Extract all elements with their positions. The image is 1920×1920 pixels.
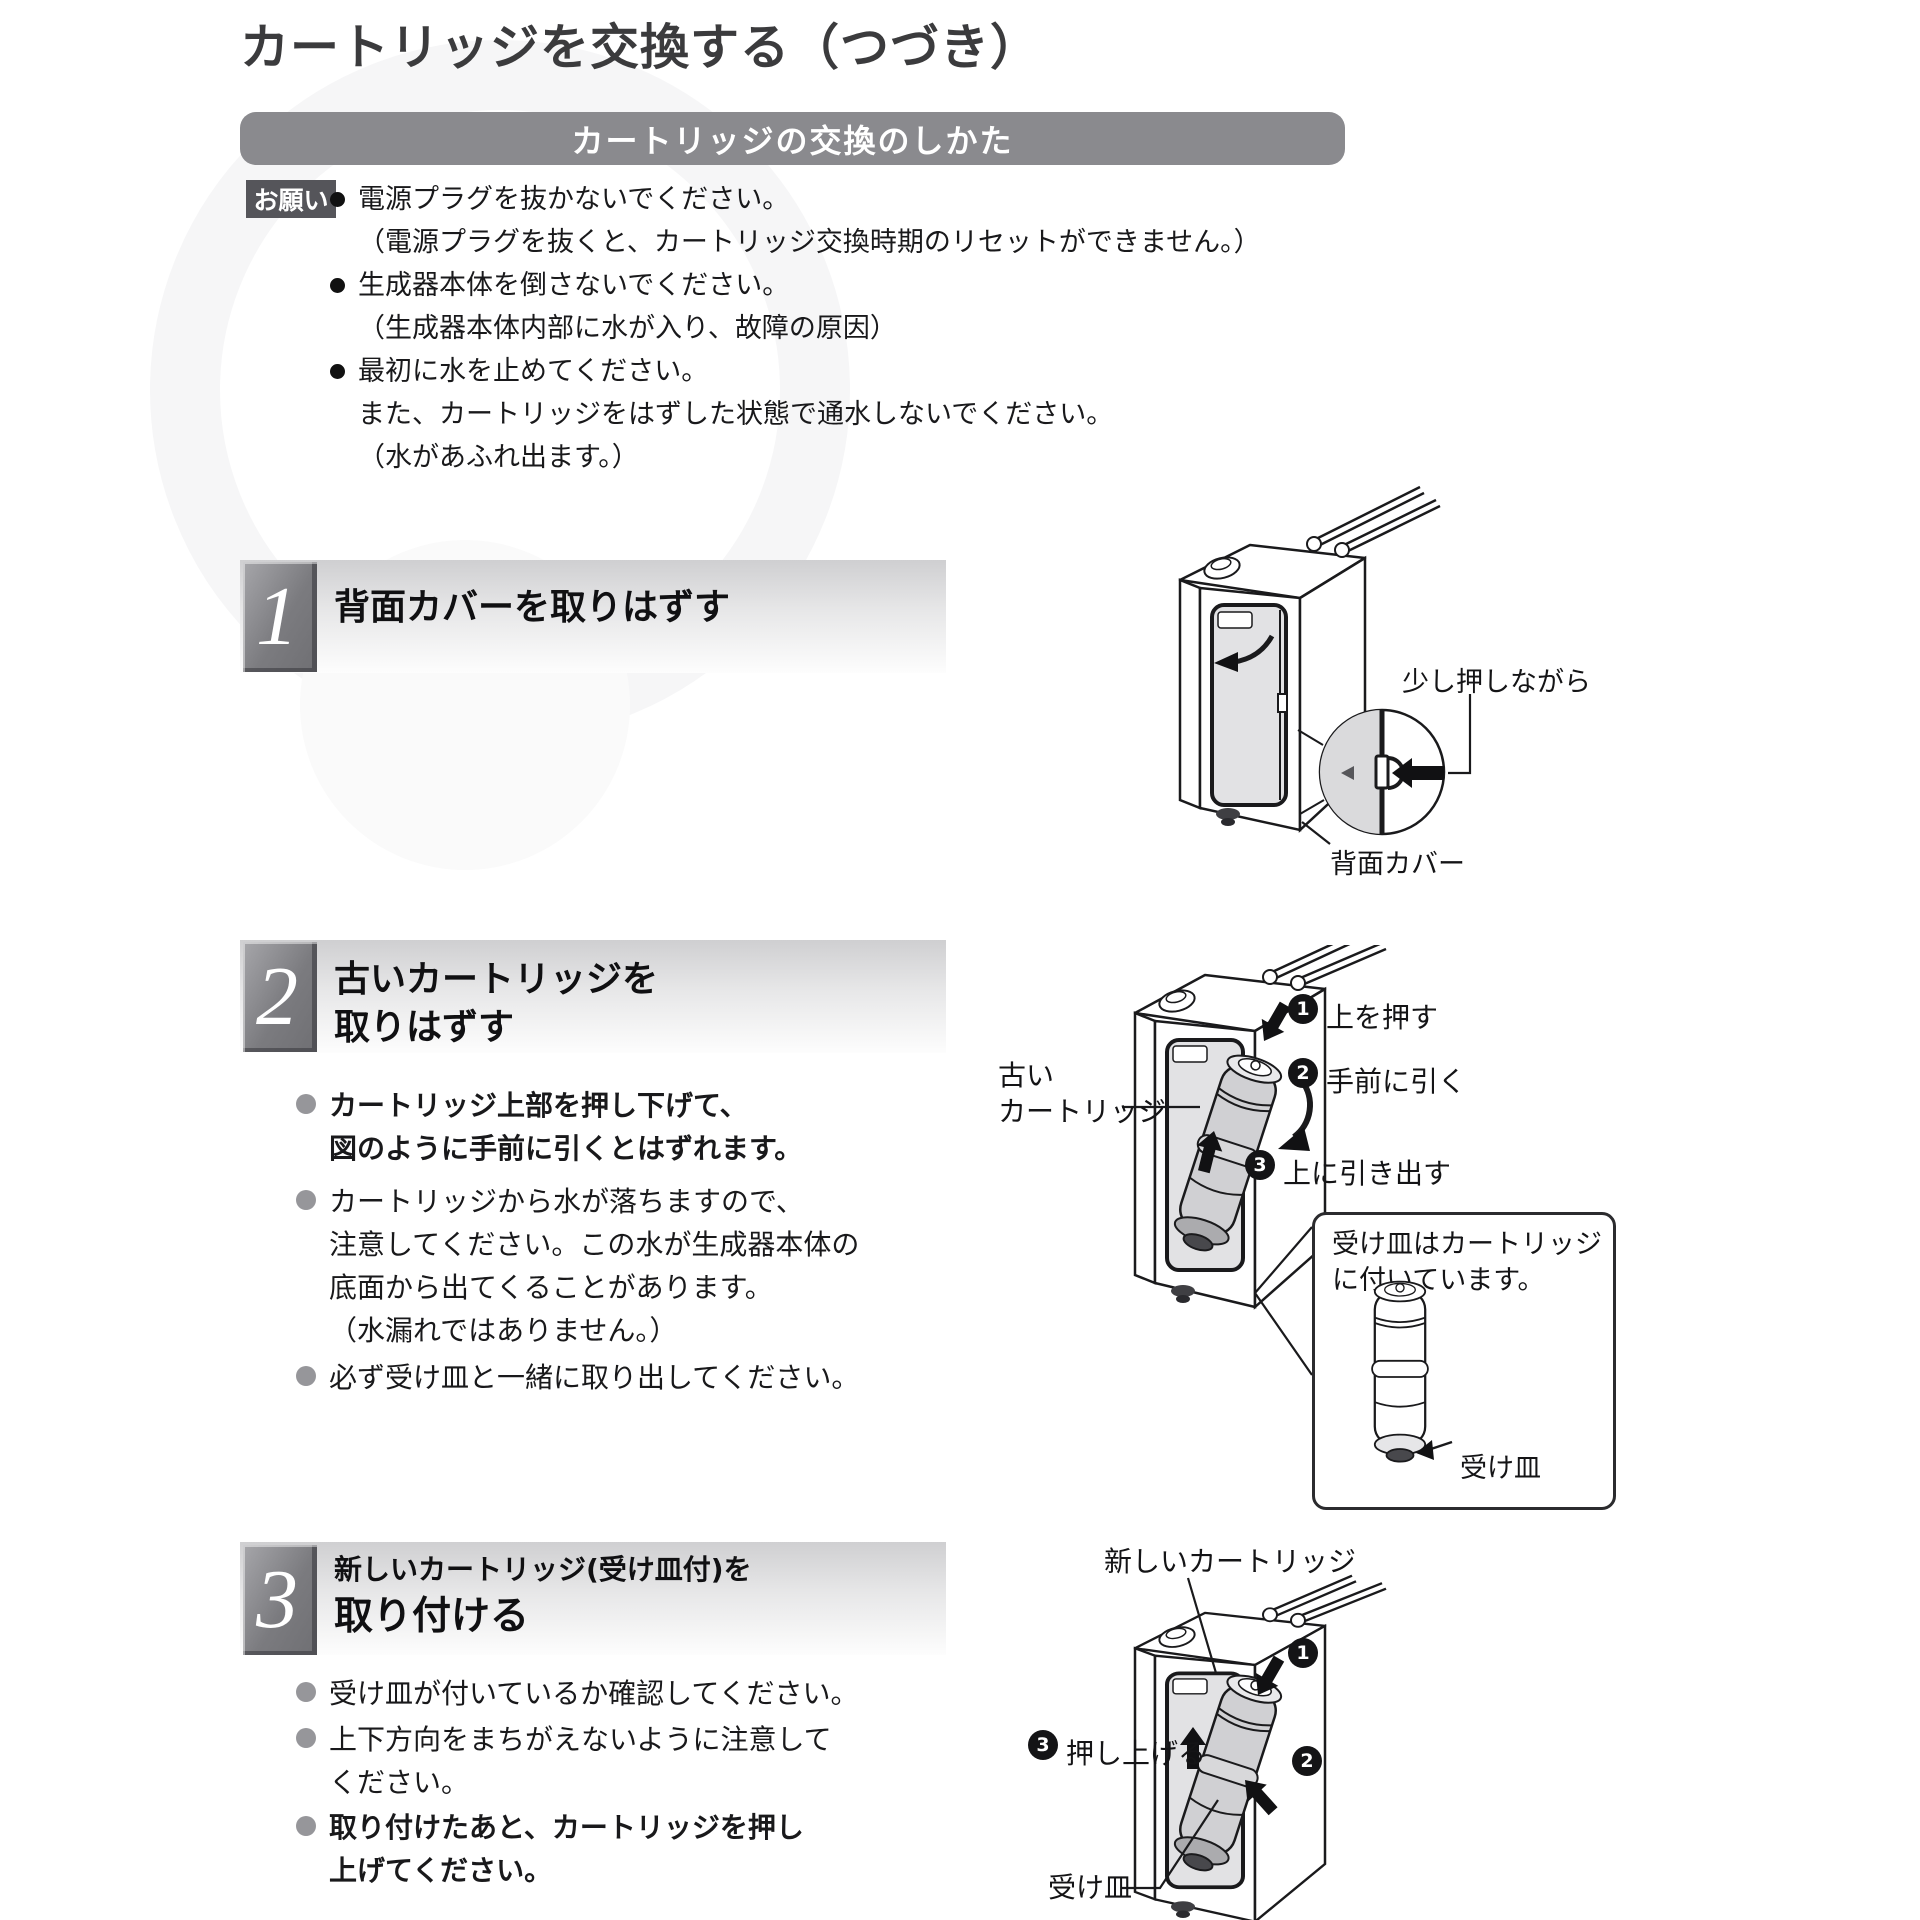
step2-bullet-text: （水漏れではありません。） — [329, 1314, 678, 1347]
bullet-dot — [330, 192, 345, 207]
step3-title-line2: 取り付ける — [334, 1594, 530, 1639]
notice-list: 電源プラグを抜かないでください。 （電源プラグを抜くと、カートリッジ交換時期のリ… — [330, 178, 1390, 479]
step3-bullet-text: 上げてください。 — [329, 1854, 553, 1887]
step3-number-box: 3 — [243, 1545, 317, 1655]
step2-marker1-label: 上を押す — [1326, 1001, 1439, 1034]
notice-text: 電源プラグを抜かないでください。 — [358, 184, 790, 215]
section-banner: カートリッジの交換のしかた — [240, 112, 1345, 165]
bullet-dot — [330, 278, 345, 293]
notice-item: （生成器本体内部に水が入り、故障の原因） — [330, 307, 1390, 350]
step2-bullet-text: 底面から出てくることがあります。 — [329, 1271, 773, 1304]
step1-diagram-illustration — [1178, 485, 1472, 845]
step2-callout-line2: に付いています。 — [1332, 1265, 1545, 1296]
notice-label: お願い — [246, 180, 336, 218]
step2-bullet-2: カートリッジから水が落ちますので、 注意してください。この水が生成器本体の 底面… — [296, 1180, 976, 1352]
bullet-dot — [296, 1728, 316, 1748]
step1-push-label: 少し押しながら — [1402, 667, 1591, 698]
notice-item: 最初に水を止めてください。 — [330, 350, 1390, 393]
step2-marker-3: 3 — [1245, 1150, 1275, 1180]
step2-diagram-illustration — [1122, 945, 1387, 1376]
step2-number: 2 — [256, 950, 298, 1043]
step3-marker-3: 3 — [1028, 1730, 1058, 1760]
step3-bullet-2: 上下方向をまちがえないように注意して ください。 — [296, 1718, 976, 1804]
bullet-dot — [296, 1094, 316, 1114]
notice-item: （電源プラグを抜くと、カートリッジ交換時期のリセットができません。） — [330, 221, 1390, 264]
step3-number: 3 — [256, 1553, 298, 1646]
step2-bullet-text: カートリッジから水が落ちますので、 — [329, 1185, 804, 1218]
step2-marker3-label: 上に引き出す — [1283, 1157, 1452, 1190]
notice-text: （電源プラグを抜くと、カートリッジ交換時期のリセットができません。） — [358, 227, 1261, 258]
notice-text: （水があふれ出ます。） — [358, 442, 639, 473]
step2-marker2-label: 手前に引く — [1326, 1065, 1467, 1098]
step2-old-label-line1: 古い — [998, 1059, 1055, 1092]
marker-digit: 3 — [1253, 1154, 1267, 1176]
step2-title-line2: 取りはずす — [334, 1007, 515, 1048]
step2-tray-label: 受け皿 — [1460, 1453, 1541, 1484]
step3-new-cartridge-label: 新しいカートリッジ — [1104, 1545, 1357, 1578]
step2-marker-2: 2 — [1288, 1058, 1318, 1088]
step2-old-label-line2: カートリッジ — [998, 1095, 1167, 1128]
bullet-dot — [296, 1190, 316, 1210]
notice-text: また、カートリッジをはずした状態で通水しないでください。 — [358, 399, 1114, 430]
marker-digit: 1 — [1296, 998, 1310, 1020]
step3-marker-1: 1 — [1288, 1638, 1318, 1668]
step2-bullet-text: カートリッジ上部を押し下げて、 — [329, 1089, 748, 1122]
step3-bullet-text: 取り付けたあと、カートリッジを押し — [329, 1811, 804, 1844]
marker-digit: 3 — [1036, 1734, 1050, 1756]
step3-bullet-1: 受け皿が付いているか確認してください。 — [296, 1672, 976, 1715]
step2-bullet-3: 必ず受け皿と一緒に取り出してください。 — [296, 1356, 976, 1399]
step2-title-line1: 古いカートリッジを — [334, 959, 659, 1000]
step2-bullet-1: カートリッジ上部を押し下げて、 図のように手前に引くとはずれます。 — [296, 1084, 976, 1170]
step3-bullet-3: 取り付けたあと、カートリッジを押し 上げてください。 — [296, 1806, 976, 1892]
step2-header-band — [240, 940, 946, 1053]
notice-item: 生成器本体を倒さないでください。 — [330, 264, 1390, 307]
notice-item: 電源プラグを抜かないでください。 — [330, 178, 1390, 221]
step3-header-band — [240, 1542, 946, 1655]
step3-bullet-text: 上下方向をまちがえないように注意して — [329, 1723, 832, 1756]
step3-bullet-text: ください。 — [329, 1766, 470, 1799]
bullet-dot — [330, 364, 345, 379]
step2-bullet-text: 注意してください。この水が生成器本体の — [329, 1228, 860, 1261]
section-banner-label: カートリッジの交換のしかた — [571, 121, 1014, 160]
marker-digit: 2 — [1296, 1062, 1310, 1084]
bullet-dot — [296, 1366, 316, 1386]
step2-callout-cartridge-illustration — [1371, 1280, 1453, 1463]
page-title: カートリッジを交換する（つづき） — [240, 19, 1041, 76]
notice-text: （生成器本体内部に水が入り、故障の原因） — [358, 313, 897, 344]
step3-marker-2: 2 — [1292, 1746, 1322, 1776]
step3-tray-label: 受け皿 — [1048, 1871, 1133, 1904]
step3-diagram-illustration — [1122, 1574, 1387, 1920]
notice-text: 最初に水を止めてください。 — [358, 356, 709, 387]
step1-header-band — [240, 560, 946, 673]
step1-back-cover-label: 背面カバー — [1330, 849, 1465, 880]
notice-item: （水があふれ出ます。） — [330, 436, 1390, 479]
notice-item: また、カートリッジをはずした状態で通水しないでください。 — [330, 393, 1390, 436]
step2-tray-callout — [1312, 1212, 1616, 1510]
bullet-dot — [296, 1682, 316, 1702]
notice-text: 生成器本体を倒さないでください。 — [358, 270, 790, 301]
step2-callout-line1: 受け皿はカートリッジ — [1332, 1229, 1602, 1260]
bullet-dot — [296, 1816, 316, 1836]
step2-marker-1: 1 — [1288, 994, 1318, 1024]
step2-bullet-text: 図のように手前に引くとはずれます。 — [329, 1132, 803, 1165]
step2-bullet-text: 必ず受け皿と一緒に取り出してください。 — [329, 1361, 860, 1394]
step1-title: 背面カバーを取りはずす — [334, 587, 731, 628]
step3-marker3-label: 押し上げる — [1066, 1737, 1207, 1770]
step1-number-box: 1 — [243, 562, 317, 672]
step3-title-line1: 新しいカートリッジ(受け皿付)を — [334, 1553, 752, 1586]
step3-bullet-text: 受け皿が付いているか確認してください。 — [329, 1677, 859, 1710]
step1-number: 1 — [256, 570, 298, 663]
marker-digit: 2 — [1300, 1750, 1314, 1772]
marker-digit: 1 — [1296, 1642, 1310, 1664]
step2-number-box: 2 — [243, 942, 317, 1052]
